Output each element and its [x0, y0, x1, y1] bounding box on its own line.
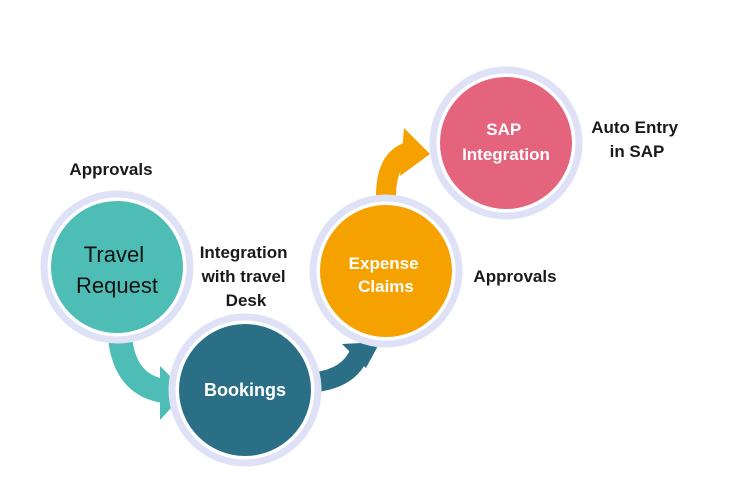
arrow-bookings-to-expense	[314, 342, 380, 392]
svg-text:Bookings: Bookings	[204, 380, 286, 400]
node-travel-request: Travel Request	[40, 190, 194, 344]
annotation-approvals-top: Approvals	[69, 160, 152, 179]
node-fill	[179, 324, 311, 456]
node-label-line: Integration	[462, 145, 550, 164]
node-label-line: SAP	[486, 120, 521, 139]
annotation-integration-desk: Integration with travel Desk	[200, 243, 293, 310]
node-label-line: Travel	[84, 242, 144, 267]
node-label-line: Bookings	[204, 380, 286, 400]
node-bookings: Bookings	[168, 313, 322, 467]
annotation-approvals-right: Approvals	[473, 267, 556, 286]
svg-text:Travel Request: Travel Request	[76, 242, 158, 298]
svg-text:Expense Claims: Expense Claims	[349, 254, 424, 296]
node-fill	[51, 201, 183, 333]
node-fill	[440, 77, 572, 209]
node-expense-claims: Expense Claims	[309, 194, 463, 348]
node-label-line: Expense	[349, 254, 419, 273]
arrow-expense-to-sap	[376, 128, 430, 197]
annotation-auto-entry: Auto Entry in SAP	[591, 118, 683, 161]
node-sap-integration: SAP Integration	[429, 66, 583, 220]
node-label-line: Request	[76, 273, 158, 298]
node-fill	[320, 205, 452, 337]
svg-text:SAP Integration: SAP Integration	[462, 120, 550, 164]
node-label-line: Claims	[358, 277, 414, 296]
